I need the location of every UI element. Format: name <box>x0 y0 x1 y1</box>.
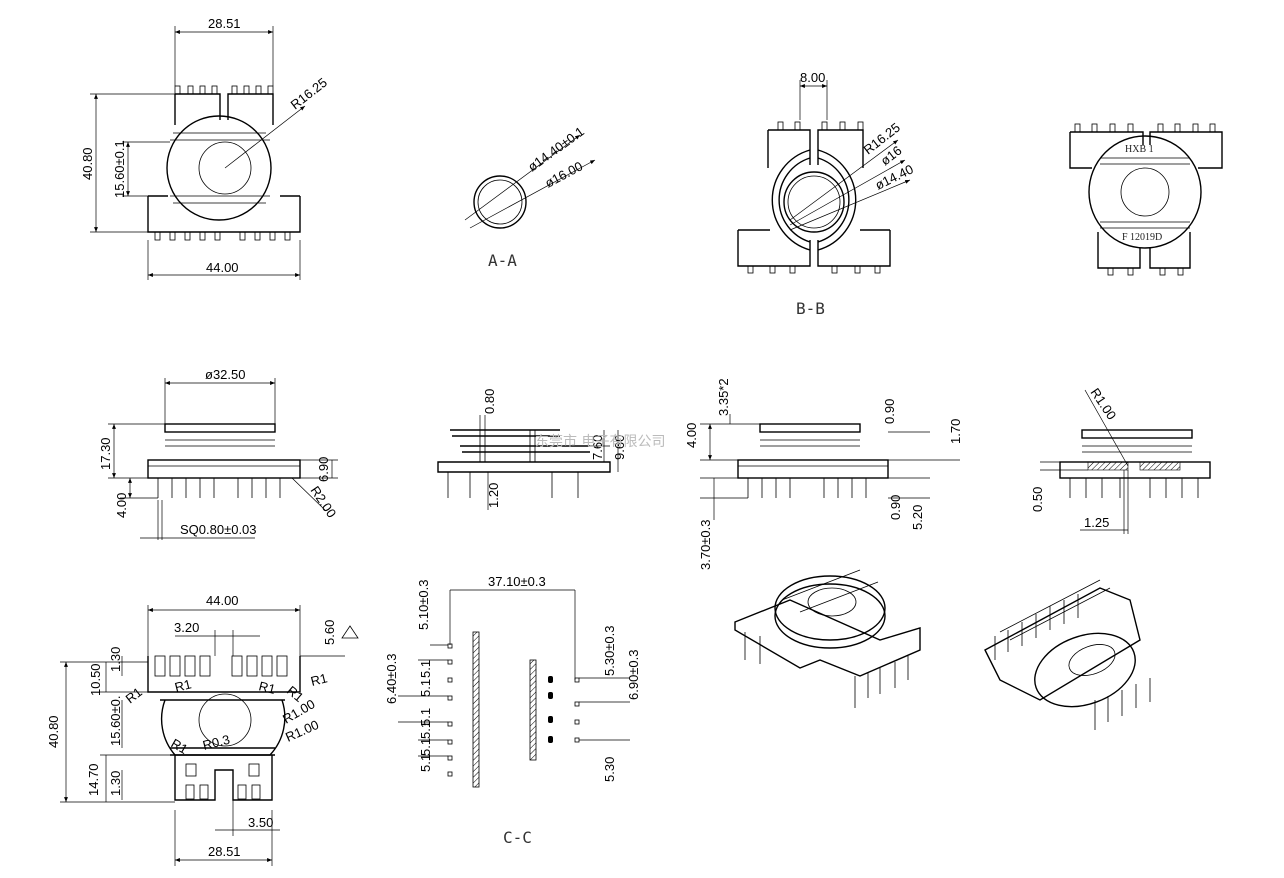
marking-bottom: F 12019D <box>1122 232 1162 243</box>
bottom-r1b: R1 <box>173 676 193 695</box>
bottom-width-bottom: 28.51 <box>208 844 241 859</box>
top-view-width-top: 28.51 <box>208 16 241 31</box>
bottom-h: 3.50 <box>248 815 273 830</box>
side1-pin-sq: SQ0.80±0.03 <box>180 522 257 537</box>
bottom-r1e: R1 <box>309 670 329 689</box>
side3-a: 4.00 <box>684 423 699 448</box>
bottom-r1f: R1 <box>169 736 191 757</box>
side-view-3: 4.00 3.35*2 0.90 1.70 0.90 5.20 3.70±0.3 <box>684 378 963 570</box>
cc-pitch-5: 5.1 <box>418 754 433 772</box>
bottom-r03: R0.3 <box>201 732 231 753</box>
side3-c: 0.90 <box>882 399 897 424</box>
side1-base: 6.90 <box>316 457 331 482</box>
cc-b: 6.40±0.3 <box>384 653 399 704</box>
section-cc-label: C-C <box>503 828 532 847</box>
bottom-f: 14.70 <box>86 763 101 796</box>
side-view-4: R1.00 0.50 1.25 <box>1030 385 1211 534</box>
section-cc: 37.10±0.3 5.10±0.3 6.40±0.3 5.1 5.1 5.1 … <box>384 574 641 847</box>
marked-view: HXB 1 F 12019D <box>1069 123 1223 276</box>
side3-g: 3.70±0.3 <box>698 519 713 570</box>
cc-e: 5.30 <box>602 757 617 782</box>
section-bb-label: B-B <box>796 299 825 318</box>
side4-radius: R1.00 <box>1088 385 1120 422</box>
side2-b: 9.60 <box>612 435 627 460</box>
bottom-a: 5.60 <box>322 620 337 645</box>
side1-radius: R2.00 <box>308 483 340 520</box>
side2-c: 1.20 <box>486 483 501 508</box>
side3-d: 1.70 <box>948 419 963 444</box>
bottom-d: 40.80 <box>46 715 61 748</box>
bottom-r1c: R1 <box>257 678 277 697</box>
side4-b: 1.25 <box>1084 515 1109 530</box>
side3-f: 5.20 <box>910 505 925 530</box>
side4-a: 0.50 <box>1030 487 1045 512</box>
top-view: 28.51 R16.25 40.80 15.60±0.1 44.00 <box>80 16 330 280</box>
side1-flange: ø32.50 <box>205 367 245 382</box>
bottom-width: 44.00 <box>206 593 239 608</box>
side1-height: 17.30 <box>98 437 113 470</box>
section-bb-slot: 8.00 <box>800 70 825 85</box>
cc-pitch-4: 5.1 <box>418 738 433 756</box>
bottom-view: 44.00 3.20 5.60 40.80 10.50 1.30 15.60±0… <box>46 593 359 866</box>
section-aa-label: A-A <box>488 251 517 270</box>
side3-e: 0.90 <box>888 495 903 520</box>
cc-d: 6.90±0.3 <box>626 649 641 700</box>
top-view-height: 40.80 <box>80 147 95 180</box>
section-bb: 8.00 R16.25 ø16 ø14.40 B-B <box>737 70 916 318</box>
bottom-r1a: R1 <box>123 684 145 706</box>
cc-a: 5.10±0.3 <box>416 579 431 630</box>
side3-b: 3.35*2 <box>716 378 731 416</box>
bottom-b: 1.30 <box>108 647 123 672</box>
side-view-2: 0.80 7.60 9.60 1.20 <box>437 389 627 510</box>
watermark: 东莞市 电子有限公司 <box>535 433 665 450</box>
top-view-radius: R16.25 <box>288 75 330 113</box>
bottom-g: 1.30 <box>108 771 123 796</box>
bottom-c: 10.50 <box>88 663 103 696</box>
cc-pitch-3: 5.1 <box>418 721 433 739</box>
cc-c: 5.30±0.3 <box>602 625 617 676</box>
bottom-slot: 3.20 <box>174 620 199 635</box>
side2-a: 7.60 <box>590 435 605 460</box>
side-view-1: ø32.50 17.30 6.90 4.00 R2.00 SQ0.80±0.03 <box>98 367 339 540</box>
top-view-inner-height: 15.60±0.1 <box>112 140 127 198</box>
side1-pin-len: 4.00 <box>114 493 129 518</box>
top-view-width-bottom: 44.00 <box>206 260 239 275</box>
cc-pitch-2: 5.1 <box>418 679 433 697</box>
marking-top: HXB 1 <box>1125 144 1154 155</box>
cc-span: 37.10±0.3 <box>488 574 546 589</box>
section-aa: ø14.40±0.1 ø16.00 A-A <box>464 124 596 270</box>
isometric-view-1 <box>734 569 921 708</box>
bottom-e: 15.60±0. <box>108 695 123 746</box>
cc-pitch-1: 5.1 <box>418 660 433 678</box>
side2-top: 0.80 <box>482 389 497 414</box>
isometric-view-2 <box>984 579 1151 730</box>
cc-pitch-6: 5.1 <box>418 708 433 726</box>
